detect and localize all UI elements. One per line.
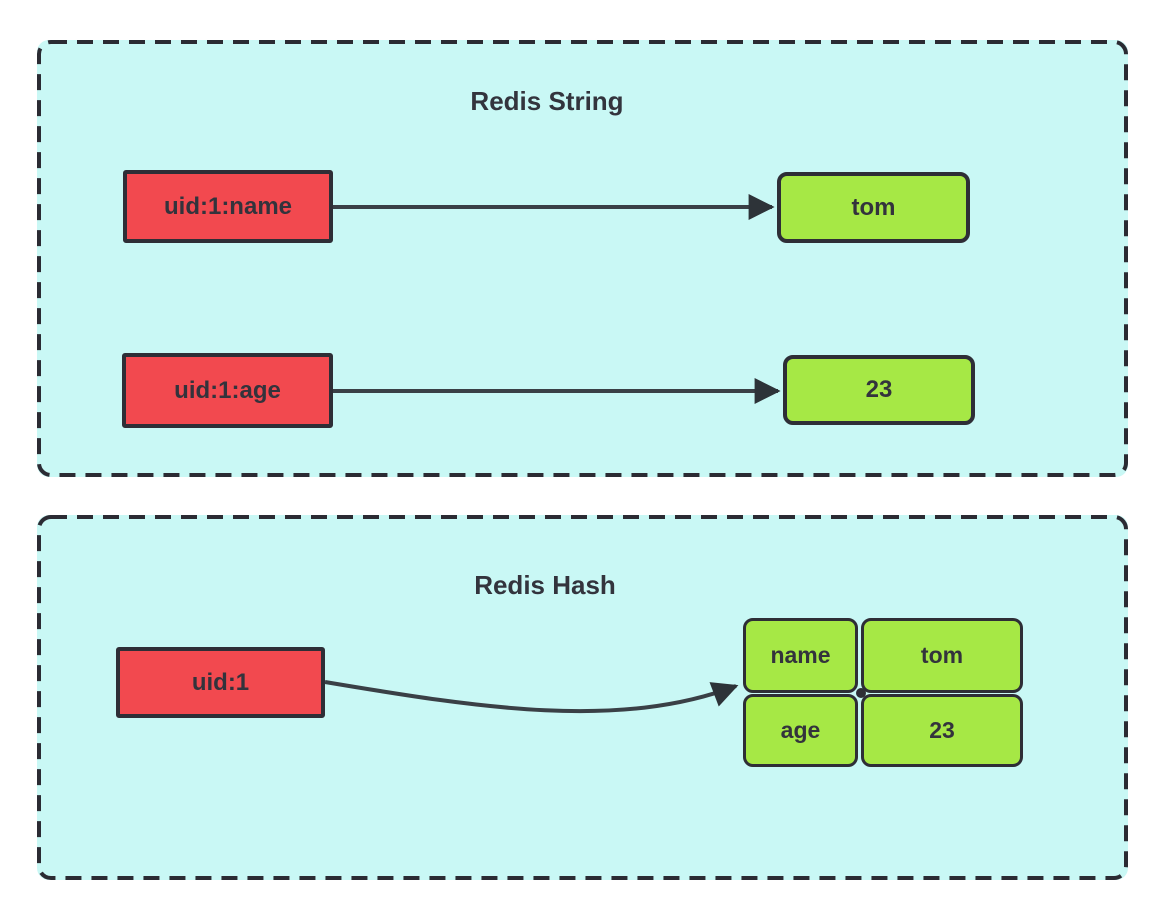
value-box-23: 23 [783, 355, 975, 425]
redis-hash-title: Redis Hash [474, 570, 616, 600]
redis-string-panel: Redis String uid:1:name tom uid:1:age 23 [37, 40, 1128, 477]
redis-hash-panel: Redis Hash uid:1 name tom age 23 [37, 515, 1128, 880]
hash-field-age: age [743, 694, 858, 767]
redis-string-title: Redis String [470, 86, 624, 116]
key-box-uid-1-name: uid:1:name [123, 170, 333, 243]
hash-field-name: name [743, 618, 858, 693]
key-box-uid-1: uid:1 [116, 647, 325, 718]
value-box-tom: tom [777, 172, 970, 243]
key-box-uid-1-age: uid:1:age [122, 353, 333, 428]
hash-value-23: 23 [861, 694, 1023, 767]
hash-value-tom: tom [861, 618, 1023, 693]
